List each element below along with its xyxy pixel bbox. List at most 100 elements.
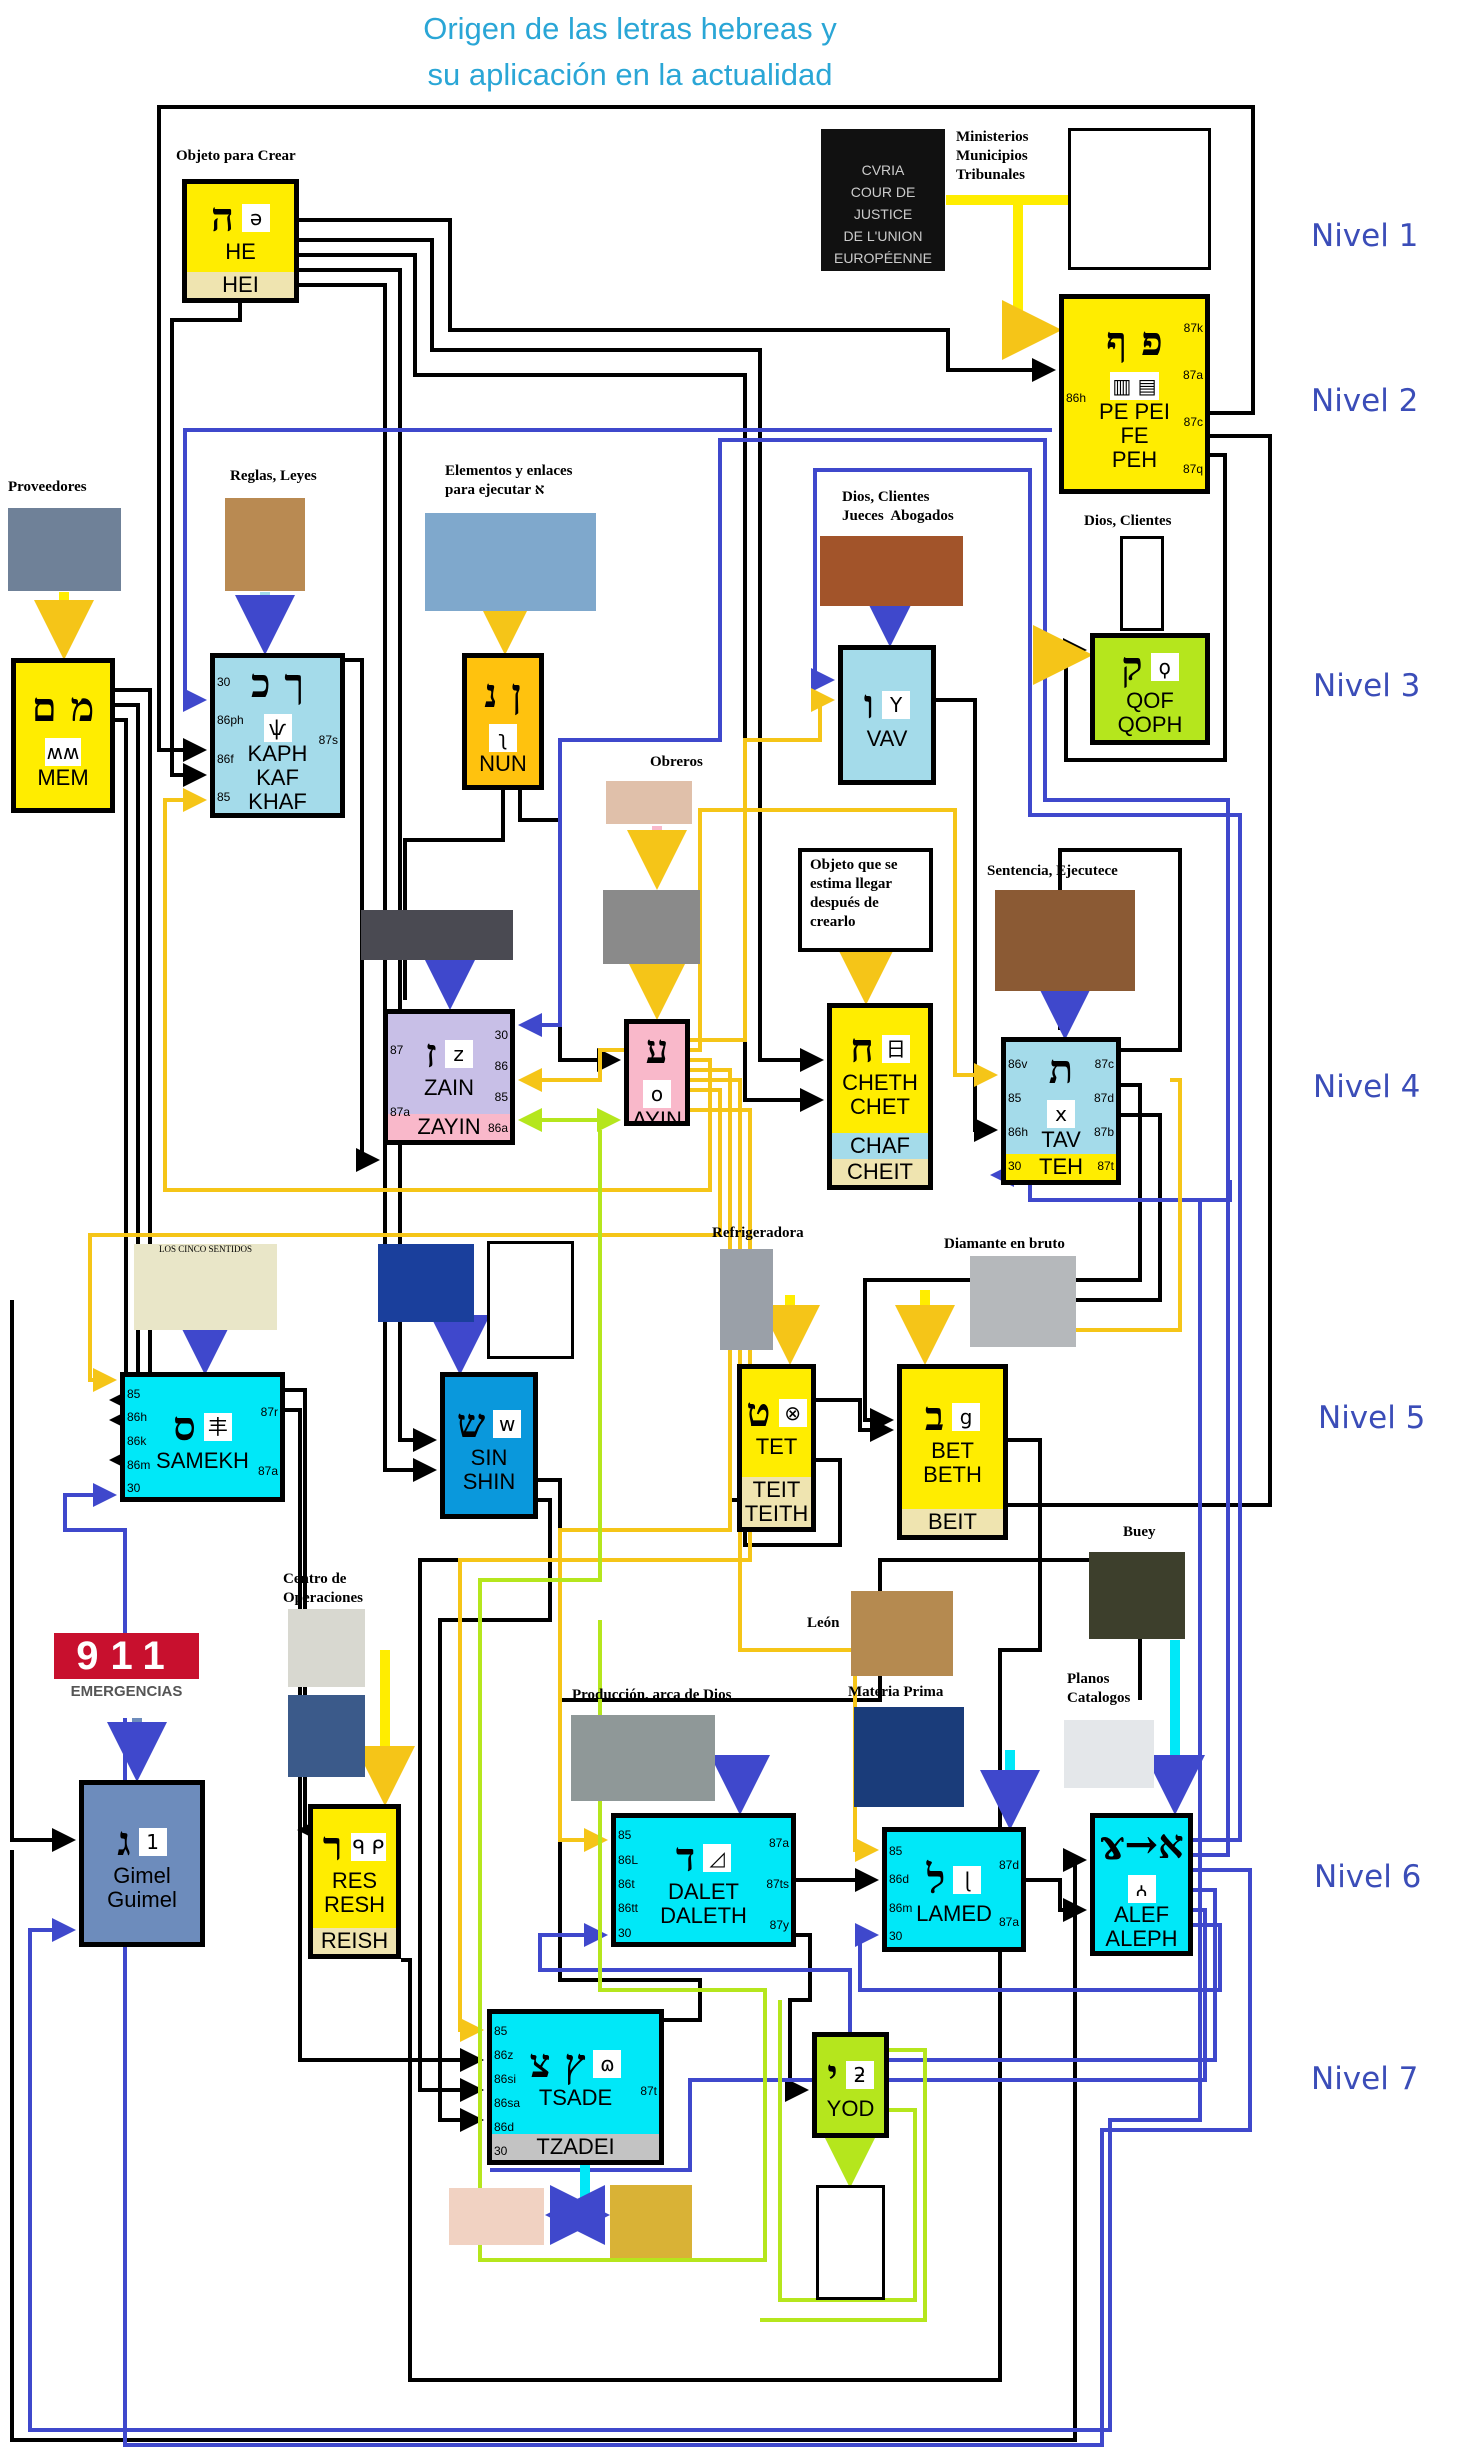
hebrew-letter: ד — [675, 1834, 696, 1881]
arm-hand-icon: ƻ — [845, 2061, 874, 2089]
drum-image — [1120, 536, 1164, 631]
port-label: 30 — [889, 1928, 903, 1943]
letter-name: LAMED — [916, 1900, 992, 1926]
yellow-connectors — [88, 688, 1182, 2042]
glyph-row: ט⊗ — [746, 1391, 807, 1435]
level-label: Nivel 3 — [1313, 668, 1421, 704]
port-label: 85 — [889, 1844, 903, 1859]
hebrew-letter: ה — [210, 194, 234, 241]
port-label: 87t — [640, 2084, 657, 2098]
hebrew-letter: ב — [924, 1393, 945, 1440]
port-label: 30 — [494, 2144, 508, 2158]
port-label: 86L — [618, 1852, 639, 1867]
staff-icon: ɭ — [953, 1865, 982, 1894]
scales-of-justice-image — [1068, 128, 1211, 270]
hebrew-letter: ס — [173, 1403, 196, 1450]
letter-name: ALEPH — [1105, 1925, 1178, 1951]
port-label: 86tt — [618, 1901, 639, 1916]
caption-objeto-crear: Objeto para Crear — [176, 148, 296, 164]
letter-name: PEH — [1111, 447, 1158, 472]
letter-name: CHEIT — [847, 1159, 913, 1184]
weapon-icon: z — [444, 1040, 473, 1068]
letter-name: HEI — [222, 272, 259, 297]
level-label: Nivel 4 — [1313, 1069, 1421, 1105]
earth-image — [854, 1707, 964, 1807]
letter-name: ZAIN — [423, 1075, 475, 1100]
letter-name: BET — [931, 1438, 974, 1463]
letter-name: KAF — [256, 765, 299, 790]
letter-name: MEM — [37, 764, 89, 790]
port-label: 86v — [1008, 1057, 1028, 1071]
barcode-icons: ▥ ▤ — [1110, 372, 1159, 400]
seed-sprout-icon: ʅ — [489, 723, 517, 752]
courtroom-image — [820, 536, 963, 606]
letter-name: HE — [225, 239, 256, 264]
hebrew-letter: ג — [117, 1817, 131, 1865]
port-label: 87c — [1094, 1057, 1114, 1071]
caption-dios-jueces: Dios, Clientes Jueces Abogados — [842, 489, 954, 524]
five-senses-image: LOS CINCO SENTIDOS — [134, 1244, 277, 1330]
green-connectors — [478, 1108, 927, 2322]
fence-icon: 日 — [881, 1034, 910, 1063]
port-label: 87 — [390, 1043, 404, 1057]
hook-icon: Y — [882, 691, 911, 719]
port-label: 85 — [618, 1828, 632, 1843]
port-label: 86d — [889, 1872, 910, 1887]
control-room-image — [288, 1695, 365, 1777]
white-house-image — [288, 1609, 365, 1687]
level-label: Nivel 1 — [1311, 218, 1419, 254]
port-label: 87a — [768, 1836, 789, 1851]
hebrew-letter: ש — [456, 1399, 486, 1447]
caption-proveedores: Proveedores — [8, 479, 87, 495]
factory-image — [571, 1715, 715, 1801]
hebrew-letter: ɤ→א — [1099, 1820, 1184, 1868]
letter-name: KHAF — [248, 789, 307, 814]
port-label: 86 — [494, 1058, 508, 1073]
hebrew-letter: ח — [850, 1024, 874, 1072]
port-label: 86si — [494, 2072, 517, 2086]
caption-objeto-estima: Objeto que se estima llegar después de c… — [798, 848, 933, 952]
hebrew-letter: ו — [863, 681, 875, 728]
letter-name: YOD — [826, 2096, 875, 2121]
port-label: 87a — [390, 1105, 411, 1119]
port-label: 87a — [998, 1914, 1019, 1929]
brain-image — [378, 1244, 474, 1322]
port-label: 87a — [257, 1463, 278, 1478]
port-label: 87q — [1182, 461, 1203, 476]
caption-centro: Centro de Operaciones — [283, 1571, 363, 1606]
robot-image — [610, 2185, 692, 2258]
port-label: 30 — [127, 1481, 141, 1496]
cross-mark-icon: x — [1047, 1100, 1075, 1128]
glyph-row: ד◿ — [675, 1834, 732, 1881]
hebrew-letter: ן נ — [484, 669, 522, 717]
caption-dios-clientes: Dios, Clientes — [1084, 513, 1172, 529]
title-line-2: su aplicación en la actualidad — [427, 57, 833, 92]
letter-name: NUN — [479, 750, 527, 776]
caption-buey: Buey — [1123, 1524, 1156, 1540]
caption-ministerios: Ministerios Municipios Tribunales — [956, 129, 1029, 183]
letter-name: TSADE — [538, 2085, 613, 2110]
hands-image — [606, 781, 692, 824]
